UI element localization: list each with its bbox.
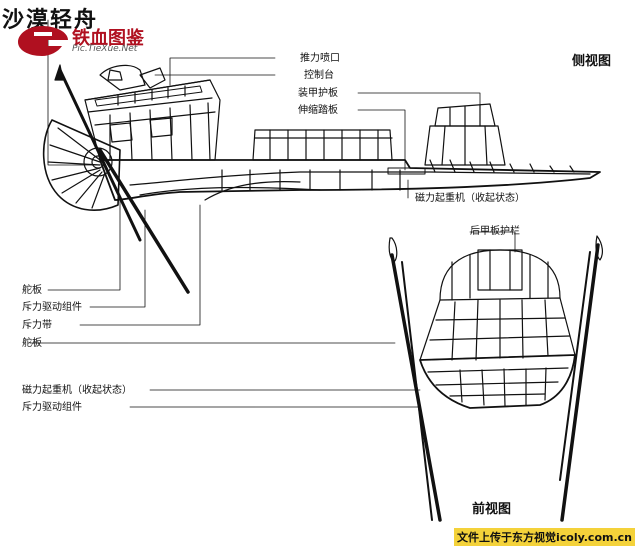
label-armor-plate: 装甲护板 bbox=[298, 88, 338, 99]
leader-lines bbox=[29, 19, 516, 408]
label-mag-crane-side: 磁力起重机（收起状态） bbox=[415, 193, 525, 204]
label-thrust-nozzle: 推力喷口 bbox=[300, 53, 340, 64]
side-console bbox=[99, 64, 166, 91]
label-rudder-1: 舵板 bbox=[22, 285, 42, 296]
logo-emblem-icon bbox=[18, 26, 68, 56]
side-middle-rail bbox=[252, 129, 393, 161]
label-mag-crane-front: 磁力起重机（收起状态） bbox=[22, 385, 132, 396]
front-view-skiff bbox=[388, 235, 603, 522]
side-view-skiff bbox=[42, 64, 601, 294]
rudder-poles bbox=[54, 64, 190, 294]
front-hull bbox=[419, 354, 576, 409]
logo-url: Pic.TieXue.Net bbox=[72, 44, 138, 54]
label-repulsor-drive-1: 斥力驱动组件 bbox=[22, 302, 82, 313]
logo-text: 铁血图鉴 bbox=[72, 28, 144, 49]
label-extend-step: 伸缩踏板 bbox=[298, 105, 338, 116]
side-front-deck bbox=[84, 79, 221, 161]
label-repulsor-band: 斥力带 bbox=[22, 320, 52, 331]
front-view-title: 前视图 bbox=[472, 502, 512, 517]
front-deck bbox=[419, 249, 576, 361]
label-repulsor-drive-2: 斥力驱动组件 bbox=[22, 402, 82, 413]
side-view-title: 侧视图 bbox=[572, 54, 612, 69]
label-rear-rail: 后甲板护栏 bbox=[470, 226, 520, 237]
front-poles bbox=[388, 235, 603, 522]
label-console: 控制台 bbox=[304, 70, 334, 81]
side-rear-rail bbox=[424, 103, 506, 166]
logo: 铁血图鉴 Pic.TieXue.Net bbox=[12, 22, 162, 58]
label-rudder-2: 舵板 bbox=[22, 338, 42, 349]
side-hull bbox=[99, 159, 601, 201]
watermark: 文件上传于东方视觉icoly.com.cn bbox=[453, 528, 635, 546]
